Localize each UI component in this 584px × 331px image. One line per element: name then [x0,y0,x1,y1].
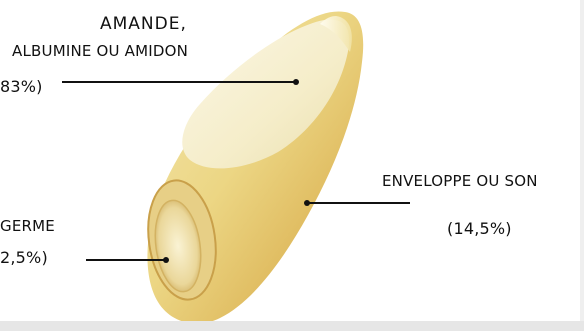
enveloppe-leader-dot [304,200,310,206]
enveloppe-percent: (14,5%) [447,219,512,238]
germe-title: GERME [0,217,55,235]
enveloppe-title: ENVELOPPE OU SON [382,172,538,190]
germe-percent: 2,5%) [0,248,48,267]
right-edge-border [580,0,584,331]
germe-leader-dot [163,257,169,263]
amande-subtitle: ALBUMINE OU AMIDON [12,42,188,60]
amande-percent: 83%) [0,77,43,96]
amande-leader-dot [293,79,299,85]
amande-title: AMANDE, [100,14,187,34]
bottom-edge-border [0,321,584,331]
